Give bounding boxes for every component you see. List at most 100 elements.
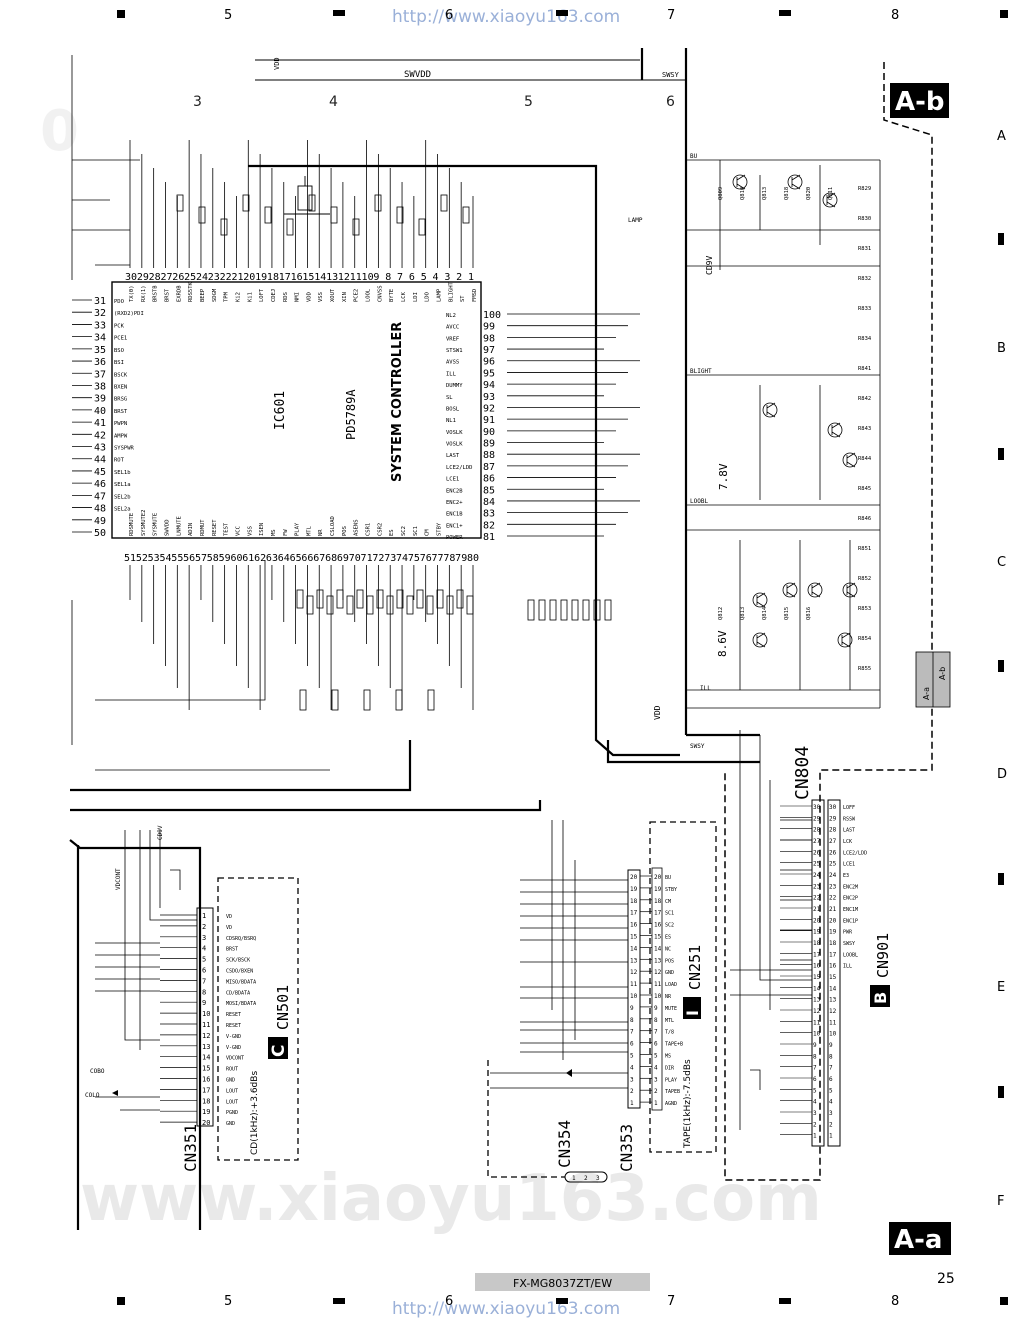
ic601-bottom-pin-number: 58	[207, 553, 219, 564]
ic601-top-pin-name: RDS	[283, 292, 289, 302]
ic601-top-pin-name: NMI	[295, 292, 301, 302]
ic601-left-pin-number: 33	[94, 320, 106, 331]
ic601-top-pin-number: 12	[338, 272, 350, 283]
transistor-symbol	[822, 192, 838, 208]
cn351-pin-name: V-GND	[226, 1034, 241, 1040]
cn251-pin-number: 8	[654, 1017, 658, 1024]
ic601-right-pin-name: LCE2/LDD	[446, 465, 473, 471]
cn901-pin-number: 14	[829, 985, 837, 992]
cn353-pin-number: 7	[630, 1029, 634, 1036]
cn804-pin-number: 9	[813, 1042, 817, 1049]
ic601-top-pin-number: 1	[468, 272, 474, 283]
ic601-left-pin-number: 44	[94, 455, 106, 466]
cn901-pin-number: 10	[829, 1031, 837, 1038]
ic601-bottom-pin-number: 77	[432, 553, 444, 564]
ic601-top-pin-number: 22	[220, 272, 232, 283]
ic601-top-pin-number: 10	[362, 272, 374, 283]
ic601-bottom-pin-name: SC2	[401, 526, 407, 536]
cn251-pin-number: 13	[654, 957, 662, 964]
ic601-bottom-pin-name: ISEN	[259, 523, 265, 536]
cn351-pin-number: 6	[202, 967, 206, 975]
ic601-top-pin-name: CDEJ	[271, 289, 277, 302]
ic601-top-pin-name: TX(0)	[129, 285, 135, 302]
cn901-pin-name: LOFF	[843, 805, 855, 811]
cn804-pin-number: 5	[813, 1087, 817, 1094]
cn351-pin-number: 4	[202, 945, 206, 953]
ic601-bottom-pin-name: SWVDD	[164, 519, 170, 536]
ic601-top-pin-number: 29	[137, 272, 149, 283]
ic601-left-pin-number: 42	[94, 430, 106, 441]
ic601-top-pin-name: BRST	[164, 288, 170, 302]
cn251-pin-number: 18	[654, 898, 662, 905]
label-vdd-top: VDD	[273, 57, 281, 70]
cn251-pin-number: 20	[654, 874, 662, 881]
resistor-ref: R841	[858, 366, 871, 372]
ic601-top-pin-name: LAMP	[437, 288, 443, 302]
cn804-pin-number: 17	[813, 951, 821, 958]
cn804-pin-number: 6	[813, 1076, 817, 1083]
ic601-bottom-pin-number: 75	[408, 553, 420, 564]
ic601-top-pin-name: XOUT	[330, 288, 336, 302]
cn804-pin-number: 29	[813, 815, 821, 822]
ic601-bottom-pins: 51RDSMUTE52SYSMUTE253SYSMUTE54SWVDD55LNM…	[124, 510, 479, 565]
resistor-ref: R831	[858, 246, 871, 252]
ic601-bottom-pin-name: STBY	[437, 522, 443, 536]
ic601-bottom-pin-name: SC1	[413, 526, 419, 536]
cn351-pin-number: 13	[202, 1043, 210, 1051]
ic601-bottom-pin-name: RESET	[212, 519, 218, 536]
cn354-pin-2: 2	[584, 1175, 588, 1182]
ic601-left-pin-name: BSI	[114, 360, 124, 366]
cn351-pin-name: PGND	[226, 1110, 238, 1116]
cn353-pin-number: 18	[630, 898, 638, 905]
cn251-pin-name: PLAY	[665, 1077, 677, 1083]
cn251-pin-name: AGND	[665, 1101, 677, 1107]
ic601-left-pin-name: PWPN	[114, 421, 127, 427]
transistor-ref: Q816	[806, 607, 812, 620]
ic601-top-pin-name: CNVSS	[377, 285, 383, 302]
ic601-bottom-pin-name: NR	[318, 529, 324, 536]
ic601-left-pin-number: 31	[94, 296, 106, 307]
ic601-left-pin-number: 36	[94, 357, 106, 368]
ic601-bottom-pin-name: ADIN	[188, 523, 194, 536]
cn901-letter: B	[871, 992, 890, 1004]
cn251-pin-number: 9	[654, 1005, 658, 1012]
resistor-ref: R834	[858, 336, 872, 342]
cn501-note: CD(1kHz):+3.6dBs	[250, 1071, 260, 1155]
cn901-pin-number: 28	[829, 827, 837, 834]
cn351-pin-number: 10	[202, 1010, 210, 1018]
transistor-symbol	[752, 592, 768, 608]
cn901-pin-number: 17	[829, 951, 837, 958]
ic601-left-pin-name: BRST	[114, 409, 128, 415]
cn901-pin-number: 19	[829, 929, 837, 936]
ic601-right-pin-name: NL1	[446, 418, 456, 424]
ic601-bottom-pin-number: 74	[396, 553, 408, 564]
ic601-top-pin-number: 17	[279, 272, 291, 283]
ic601-left-pin-number: 37	[94, 369, 106, 380]
grid-col-bottom-4: 8	[891, 1294, 899, 1309]
url-watermark-top[interactable]: http://www.xiaoyu163.com	[392, 7, 620, 27]
cn251-pin-number: 7	[654, 1029, 658, 1036]
cn901-pin-name: SWSY	[843, 941, 855, 947]
cn351-pin-number: 2	[202, 923, 206, 931]
resistors-top	[176, 194, 470, 236]
cn354-dashed-frame	[487, 1060, 565, 1178]
cn251-pin-name: LOAD	[665, 982, 677, 988]
ic601-left-pin-number: 40	[94, 406, 106, 417]
ic601-bottom-pin-number: 67	[313, 553, 325, 564]
cn251-pin-number: 1	[654, 1100, 658, 1107]
cn353-pin-number: 16	[630, 922, 638, 929]
url-watermark-bottom[interactable]: http://www.xiaoyu163.com	[392, 1299, 620, 1319]
transistor-ref: Q820	[806, 187, 812, 200]
ic601-bottom-pin-name: POS	[342, 526, 348, 536]
label-cd9v-left: CD9V	[157, 825, 164, 840]
ic601-left-pin-number: 43	[94, 443, 106, 454]
cn901-pin-name: LCK	[843, 839, 852, 845]
cn804-pin-number: 7	[813, 1065, 817, 1072]
ic601-bottom-pin-number: 60	[230, 553, 242, 564]
cn351-pin-name: SCK/BSCK	[226, 958, 250, 964]
cn901-pin-name: ENC1M	[843, 907, 858, 913]
ic601-left-pin-name: BXEN	[114, 384, 127, 390]
ic601-right-pin-number: 82	[483, 520, 495, 531]
ic601-top-pin-number: 16	[291, 272, 303, 283]
